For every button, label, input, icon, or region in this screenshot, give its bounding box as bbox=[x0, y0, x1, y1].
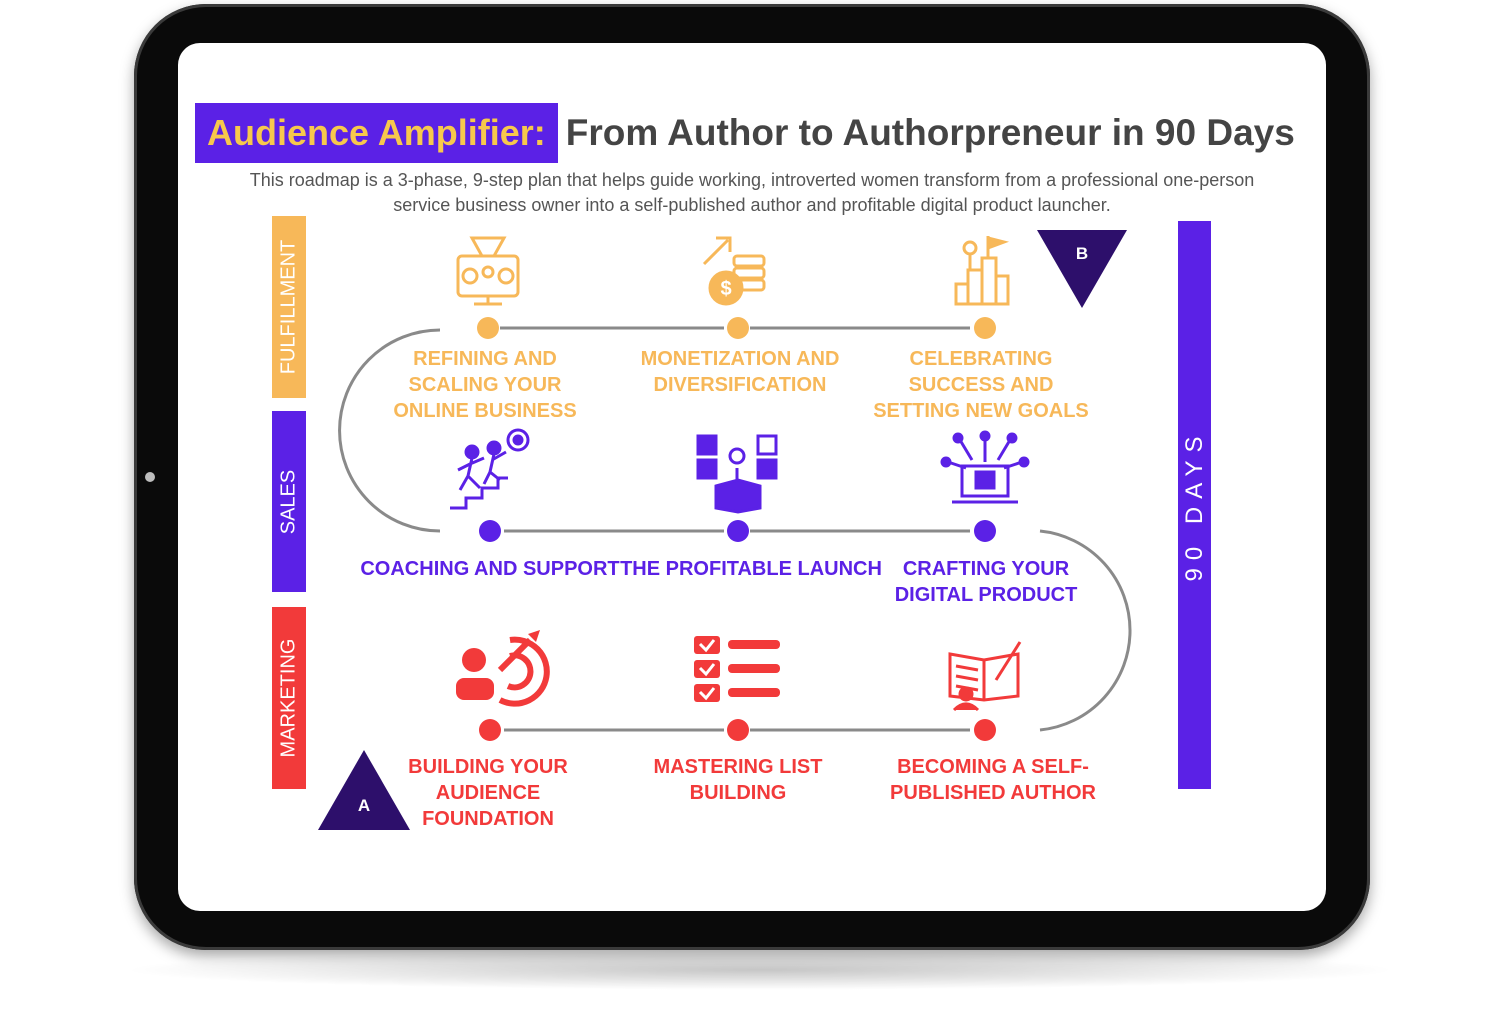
flag-summit-icon bbox=[954, 236, 1010, 306]
title-rest: From Author to Authorpreneur in 90 Days bbox=[565, 112, 1295, 153]
step-dot bbox=[479, 719, 501, 741]
checklist-ticks bbox=[698, 639, 716, 701]
camera-dot bbox=[145, 472, 155, 482]
step-dot bbox=[477, 317, 499, 339]
audience-person bbox=[456, 630, 540, 700]
duration-bar: 90 DAYS bbox=[1178, 221, 1211, 789]
phase-bar-fulfillment: FULFILLMENT bbox=[272, 216, 306, 398]
subtitle-line-1: This roadmap is a 3-phase, 9-step plan t… bbox=[249, 170, 1255, 190]
triangle-up-icon bbox=[318, 750, 410, 830]
start-marker-label: A bbox=[357, 796, 371, 815]
monitor-funnel-icon bbox=[456, 236, 520, 306]
launch-box-icon bbox=[696, 434, 778, 514]
step-label-self-published: BECOMING A SELF- PUBLISHED AUTHOR bbox=[890, 756, 1096, 804]
step-label-building-audience: BUILDING YOUR AUDIENCE FOUNDATION bbox=[408, 756, 568, 830]
step-label-launch: THE PROFITABLE LAUNCH bbox=[620, 558, 882, 580]
subtitle: This roadmap is a 3-phase, 9-step plan t… bbox=[180, 168, 1324, 218]
step-label-list-building: MASTERING LIST BUILDING bbox=[653, 756, 823, 804]
phase-bar-marketing: MARKETING bbox=[272, 607, 306, 789]
book-writing-icon bbox=[948, 641, 1022, 712]
title-highlight: Audience Amplifier: bbox=[195, 103, 558, 163]
step-dot bbox=[727, 317, 749, 339]
start-marker: A bbox=[318, 750, 410, 830]
checklist-icon bbox=[694, 636, 780, 702]
device-shadow bbox=[120, 950, 1400, 990]
end-marker-label: B bbox=[1075, 244, 1089, 263]
step-dot bbox=[974, 719, 996, 741]
laptop-product-icon bbox=[940, 430, 1030, 504]
end-marker: B bbox=[1037, 230, 1127, 308]
audience-target-icon bbox=[497, 636, 550, 707]
coaching-stairs-icon bbox=[450, 428, 530, 510]
step-label-refining: REFINING AND SCALING YOUR ONLINE BUSINES… bbox=[393, 348, 577, 422]
connector-lines bbox=[338, 326, 1132, 732]
step-dot bbox=[479, 520, 501, 542]
page-title: Audience Amplifier: From Author to Autho… bbox=[195, 103, 1295, 163]
step-label-crafting: CRAFTING YOUR DIGITAL PRODUCT bbox=[894, 558, 1078, 606]
step-dots bbox=[477, 317, 996, 741]
dollar-glyph: $ bbox=[720, 278, 731, 300]
step-dot bbox=[974, 520, 996, 542]
step-dot bbox=[727, 719, 749, 741]
step-label-coaching: COACHING AND SUPPORT bbox=[360, 558, 620, 580]
step-label-celebrating: CELEBRATING SUCCESS AND SETTING NEW GOAL… bbox=[873, 348, 1089, 422]
step-label-monetization: MONETIZATION AND DIVERSIFICATION bbox=[640, 348, 840, 396]
triangle-down-icon bbox=[1037, 230, 1127, 308]
coins-growth-icon bbox=[702, 236, 766, 306]
phase-bar-sales: SALES bbox=[272, 411, 306, 592]
step-dot bbox=[727, 520, 749, 542]
step-dot bbox=[974, 317, 996, 339]
subtitle-line-2: service business owner into a self-publi… bbox=[393, 195, 1111, 215]
